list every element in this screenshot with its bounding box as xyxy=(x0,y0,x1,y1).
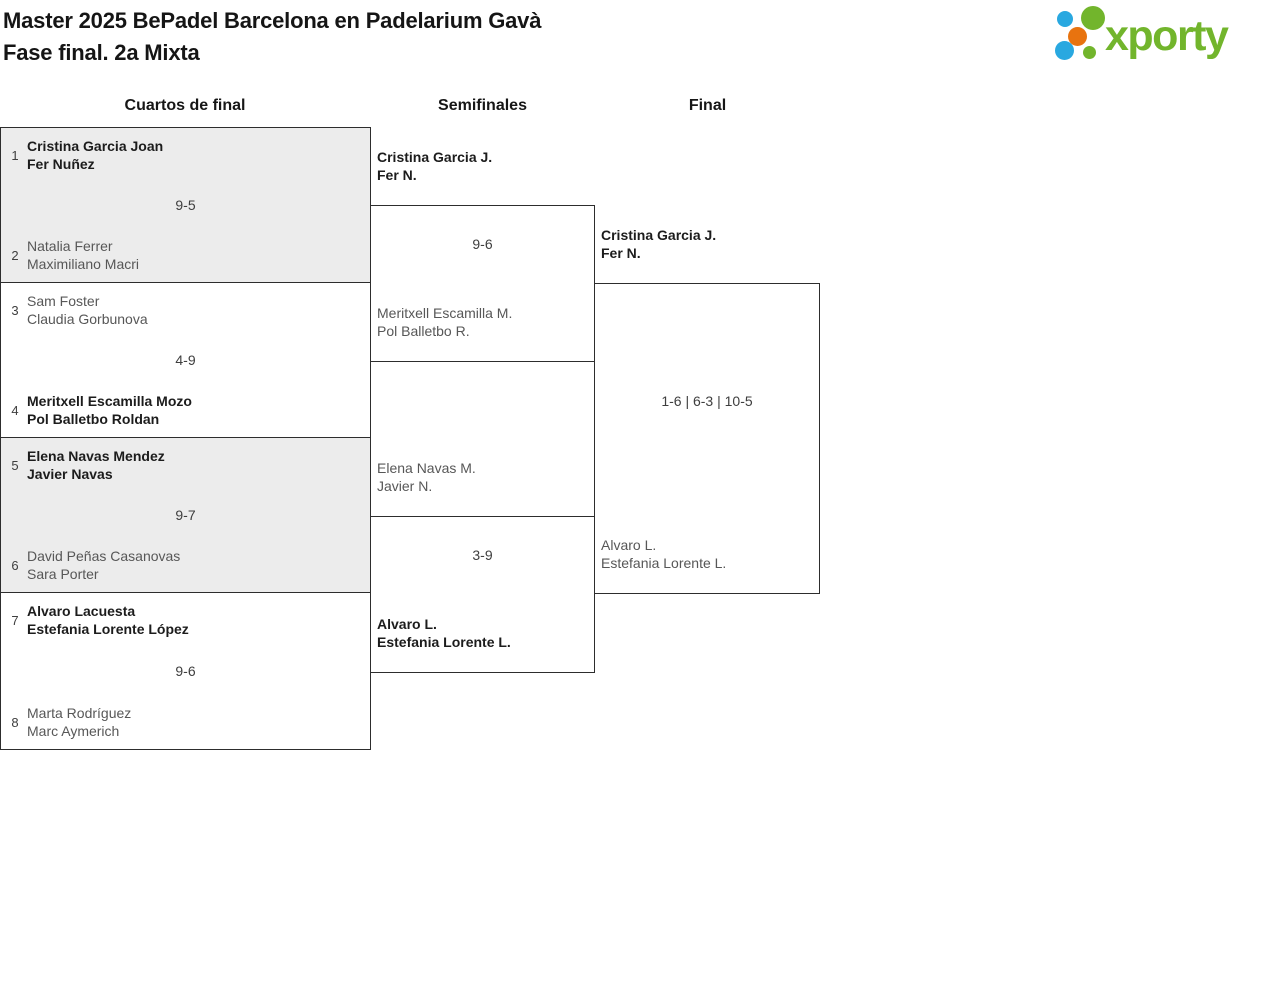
seed-number: 3 xyxy=(11,302,19,318)
team-names: Alvaro L. Estefania Lorente L. xyxy=(601,536,726,572)
match-score: 9-7 xyxy=(175,507,196,523)
player-name: Elena Navas Mendez xyxy=(27,448,165,464)
team-names: Elena Navas M. Javier N. xyxy=(377,459,476,495)
player-name: Alvaro L. xyxy=(601,537,657,553)
round-header-quarterfinals: Cuartos de final xyxy=(124,97,246,114)
player-name: Estefania Lorente López xyxy=(27,621,189,637)
seed-number: 4 xyxy=(11,402,19,418)
team-names: David Peñas Casanovas Sara Porter xyxy=(27,547,180,583)
player-name: Sara Porter xyxy=(27,566,99,582)
player-name: Cristina Garcia Joan xyxy=(27,138,164,154)
seed-number: 6 xyxy=(11,557,19,573)
team-names: Alvaro Lacuesta Estefania Lorente López xyxy=(27,602,189,638)
seed-number: 1 xyxy=(11,147,19,163)
player-name: Alvaro Lacuesta xyxy=(27,603,136,619)
match-score: 1-6 | 6-3 | 10-5 xyxy=(661,393,753,409)
team-row: 8 Marta Rodríguez Marc Aymerich xyxy=(1,704,370,740)
player-name: Javier N. xyxy=(377,478,433,494)
match-score: 9-5 xyxy=(175,197,196,213)
team-names: Meritxell Escamilla Mozo Pol Balletbo Ro… xyxy=(27,392,192,428)
logo-dot-icon xyxy=(1081,6,1105,30)
team-names: Sam Foster Claudia Gorbunova xyxy=(27,292,148,328)
player-name: Meritxell Escamilla Mozo xyxy=(27,393,192,409)
seed-number: 7 xyxy=(11,612,19,628)
qf-match-2: 3 Sam Foster Claudia Gorbunova 4-9 4 Mer… xyxy=(0,282,371,438)
team-names: Natalia Ferrer Maximiliano Macri xyxy=(27,237,139,273)
seed-number: 5 xyxy=(11,457,19,473)
player-name: Maximiliano Macri xyxy=(27,256,140,272)
team-row: 3 Sam Foster Claudia Gorbunova xyxy=(1,292,370,328)
team-row: 2 Natalia Ferrer Maximiliano Macri xyxy=(1,237,370,273)
match-score: 4-9 xyxy=(175,352,196,368)
page-title: Master 2025 BePadel Barcelona en Padelar… xyxy=(3,5,541,69)
player-name: Cristina Garcia J. xyxy=(377,149,493,165)
qf-match-4: 7 Alvaro Lacuesta Estefania Lorente Lópe… xyxy=(0,592,371,750)
logo-dot-icon xyxy=(1057,11,1073,27)
player-name: Natalia Ferrer xyxy=(27,238,113,254)
player-name: Marta Rodríguez xyxy=(27,705,132,721)
match-score: 3-9 xyxy=(472,547,493,563)
match-score: 9-6 xyxy=(472,236,493,252)
team-names: Elena Navas Mendez Javier Navas xyxy=(27,447,165,483)
player-name: David Peñas Casanovas xyxy=(27,548,181,564)
seed-number: 8 xyxy=(11,714,19,730)
player-name: Meritxell Escamilla M. xyxy=(377,305,513,321)
player-name: Fer Nuñez xyxy=(27,156,95,172)
player-name: Estefania Lorente L. xyxy=(601,555,727,571)
team-row: 6 David Peñas Casanovas Sara Porter xyxy=(1,547,370,583)
final-match: Cristina Garcia J. Fer N. 1-6 | 6-3 | 10… xyxy=(594,227,820,594)
team-names: Meritxell Escamilla M. Pol Balletbo R. xyxy=(377,304,512,340)
phase-name: Fase final. 2a Mixta xyxy=(3,40,200,65)
logo-dot-icon xyxy=(1068,27,1087,46)
team-names: Alvaro L. Estefania Lorente L. xyxy=(377,615,511,651)
logo-dot-icon xyxy=(1055,41,1074,60)
round-header-final: Final xyxy=(688,97,727,114)
team-names: Cristina Garcia J. Fer N. xyxy=(377,148,492,184)
team-row: 4 Meritxell Escamilla Mozo Pol Balletbo … xyxy=(1,392,370,428)
match-score: 9-6 xyxy=(175,663,196,679)
qf-match-3: 5 Elena Navas Mendez Javier Navas 9-7 6 … xyxy=(0,437,371,593)
round-header-semifinals: Semifinales xyxy=(438,97,527,114)
sf-match-1: Cristina Garcia J. Fer N. 9-6 Meritxell … xyxy=(370,149,595,362)
tournament-name: Master 2025 BePadel Barcelona en Padelar… xyxy=(3,8,542,33)
logo-wordmark: xporty xyxy=(1105,12,1229,60)
team-row: 5 Elena Navas Mendez Javier Navas xyxy=(1,447,370,483)
player-name: Elena Navas M. xyxy=(377,460,476,476)
player-name: Estefania Lorente L. xyxy=(377,634,511,650)
team-row: 1 Cristina Garcia Joan Fer Nuñez xyxy=(1,137,370,173)
player-name: Fer N. xyxy=(377,167,417,183)
player-name: Cristina Garcia J. xyxy=(601,227,717,243)
team-names: Cristina Garcia Joan Fer Nuñez xyxy=(27,137,163,173)
team-names: Marta Rodríguez Marc Aymerich xyxy=(27,704,131,740)
team-row: 7 Alvaro Lacuesta Estefania Lorente Lópe… xyxy=(1,602,370,638)
seed-number: 2 xyxy=(11,247,19,263)
xporty-logo[interactable]: xporty xyxy=(1048,4,1272,70)
player-name: Alvaro L. xyxy=(377,616,437,632)
player-name: Pol Balletbo Roldan xyxy=(27,411,160,427)
player-name: Javier Navas xyxy=(27,466,113,482)
team-names: Cristina Garcia J. Fer N. xyxy=(601,226,716,262)
player-name: Fer N. xyxy=(601,245,641,261)
player-name: Claudia Gorbunova xyxy=(27,311,148,327)
player-name: Pol Balletbo R. xyxy=(377,323,470,339)
player-name: Marc Aymerich xyxy=(27,723,120,739)
player-name: Sam Foster xyxy=(27,293,100,309)
sf-match-2: Elena Navas M. Javier N. 3-9 Alvaro L. E… xyxy=(370,460,595,673)
qf-match-1: 1 Cristina Garcia Joan Fer Nuñez 9-5 2 N… xyxy=(0,127,371,283)
logo-dot-icon xyxy=(1083,46,1096,59)
